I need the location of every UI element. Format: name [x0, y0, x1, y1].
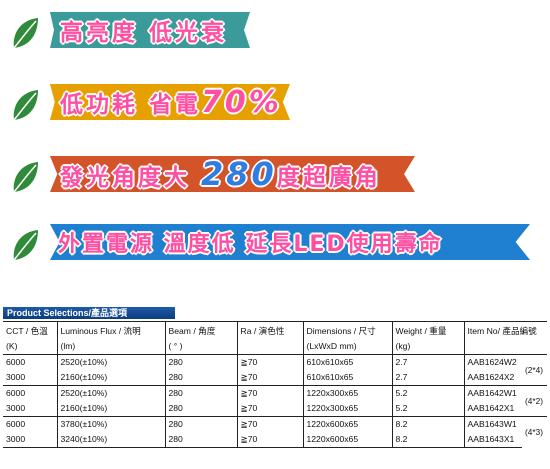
section-title: Product Selections/產品選項	[3, 307, 175, 319]
cell-weight: 2.7	[391, 354, 464, 370]
cell-weight: 5.2	[391, 401, 464, 417]
banner-text: 高亮度 低光衰	[60, 20, 228, 46]
cell-flux: 2160(±10%)	[56, 401, 165, 417]
cell-dimensions: 1220x600x65	[302, 432, 392, 448]
cell-cct: 6000	[3, 385, 57, 401]
cell-item-no: AAB1642W1	[463, 385, 522, 401]
banner-text-main: 低功耗 省電	[60, 91, 202, 118]
cell-cct: 3000	[3, 432, 57, 448]
col-unit-cct: (K)	[6, 341, 18, 351]
cell-cct: 3000	[6, 372, 26, 382]
banner-text: 低功耗 省電70%	[60, 85, 282, 120]
cell-dimensions: 1220x600x65	[302, 416, 392, 432]
product-table: CCT / 色溫 Luminous Flux / 流明 Beam / 角度 Ra…	[3, 321, 547, 448]
table-row: 3000 3240(±10%) 280 ≧70 1220x600x65 8.2 …	[3, 432, 547, 448]
cell-dimensions: 610x610x65	[302, 354, 392, 370]
cell-beam: 280	[164, 416, 237, 432]
col-unit-beam: ( ° )	[164, 339, 237, 355]
col-header-dimensions: Dimensions / 尺寸	[302, 321, 392, 339]
col-header-item-no: Item No/ 產品編號	[463, 321, 547, 339]
cell-dimensions: 1220x300x65	[302, 385, 392, 401]
col-header-weight: Weight / 重量	[391, 321, 464, 339]
cell-flux: 2520(±10%)	[56, 354, 165, 370]
cell-item-no: AAB1624X2	[463, 370, 522, 386]
cell-flux: 3240(±10%)	[56, 432, 165, 448]
cell-weight: 5.2	[391, 385, 464, 401]
banner-text-number: 280	[201, 155, 277, 193]
cell-item-no: AAB1624W2	[463, 354, 522, 370]
cell-ra: ≧70	[236, 401, 303, 417]
cell-size-note: (4*2)	[522, 385, 547, 417]
cell-ra: ≧70	[236, 370, 303, 386]
banner-text-tail: 度超廣角	[276, 165, 381, 191]
table-row: 3000 2160(±10%) 280 ≧70 610x610x65 2.7 A…	[3, 370, 547, 386]
banner-text-percent: 70%	[201, 84, 282, 120]
cell-ra: ≧70	[236, 385, 303, 401]
banner-ribbon: 高亮度 低光衰	[50, 12, 250, 48]
col-unit-item-no	[463, 339, 547, 355]
cell-beam: 280	[164, 401, 237, 417]
cell-weight: 8.2	[391, 416, 464, 432]
banner-ribbon: 低功耗 省電70%	[50, 84, 290, 120]
table-row: 3000 2160(±10%) 280 ≧70 1220x300x65 5.2 …	[3, 401, 547, 417]
col-header-cct: CCT / 色溫	[3, 321, 57, 339]
cell-size-note: (2*4)	[522, 354, 547, 386]
col-unit-dimensions: (LxWxD mm)	[302, 339, 392, 355]
feature-banner-2: 低功耗 省電70%	[0, 78, 550, 128]
cell-cct: 6000	[3, 354, 57, 370]
cell-beam: 280	[164, 354, 237, 370]
cell-dimensions: 1220x300x65	[302, 401, 392, 417]
col-header-ra: Ra / 演色性	[236, 321, 303, 339]
table-row: 6000 3780(±10%) 280 ≧70 1220x600x65 8.2 …	[3, 416, 547, 448]
col-unit-flux: (lm)	[56, 339, 165, 355]
cell-weight: 8.2	[391, 432, 464, 448]
leaf-icon	[13, 90, 38, 121]
banner-text-main: 發光角度大	[60, 165, 202, 191]
cell-item-no: AAB1643W1	[463, 416, 522, 432]
banner-ribbon: 外置電源 溫度低 延長LED使用壽命	[50, 224, 530, 260]
cell-ra: ≧70	[236, 354, 303, 370]
leaf-icon	[13, 162, 38, 193]
table-header-row: CCT / 色溫 Luminous Flux / 流明 Beam / 角度 Ra…	[3, 321, 547, 339]
feature-banner-1: 高亮度 低光衰	[0, 8, 550, 58]
cell-flux: 2160(±10%)	[56, 370, 165, 386]
table-unit-row: (K) (lm) ( ° ) (LxWxD mm) (kg)	[3, 339, 547, 355]
cell-dimensions: 610x610x65	[302, 370, 392, 386]
feature-banner-4: 外置電源 溫度低 延長LED使用壽命	[0, 218, 550, 268]
cell-beam: 280	[164, 432, 237, 448]
cell-cct: 3000	[6, 403, 26, 413]
banner-text: 發光角度大 280度超廣角	[60, 155, 381, 193]
cell-flux: 2520(±10%)	[56, 385, 165, 401]
cell-beam: 280	[164, 385, 237, 401]
table-row: 6000 2520(±10%) 280 ≧70 610x610x65 2.7 A…	[3, 354, 547, 386]
leaf-icon	[13, 18, 38, 49]
col-unit-ra	[236, 339, 303, 355]
col-header-beam: Beam / 角度	[164, 321, 237, 339]
cell-beam: 280	[164, 370, 237, 386]
cell-ra: ≧70	[236, 432, 303, 448]
cell-item-no: AAB1643X1	[463, 432, 522, 448]
cell-cct: 6000	[3, 416, 57, 432]
col-header-flux: Luminous Flux / 流明	[56, 321, 165, 339]
banner-ribbon: 發光角度大 280度超廣角	[50, 156, 415, 192]
cell-size-note: (4*3)	[522, 416, 547, 448]
feature-banner-3: 發光角度大 280度超廣角	[0, 148, 550, 198]
leaf-icon	[13, 230, 38, 261]
cell-weight: 2.7	[391, 370, 464, 386]
cell-flux: 3780(±10%)	[56, 416, 165, 432]
table-row: 6000 2520(±10%) 280 ≧70 1220x300x65 5.2 …	[3, 385, 547, 417]
banner-text: 外置電源 溫度低 延長LED使用壽命	[58, 232, 443, 257]
col-unit-weight: (kg)	[391, 339, 464, 355]
cell-ra: ≧70	[236, 416, 303, 432]
cell-item-no: AAB1642X1	[463, 401, 522, 417]
